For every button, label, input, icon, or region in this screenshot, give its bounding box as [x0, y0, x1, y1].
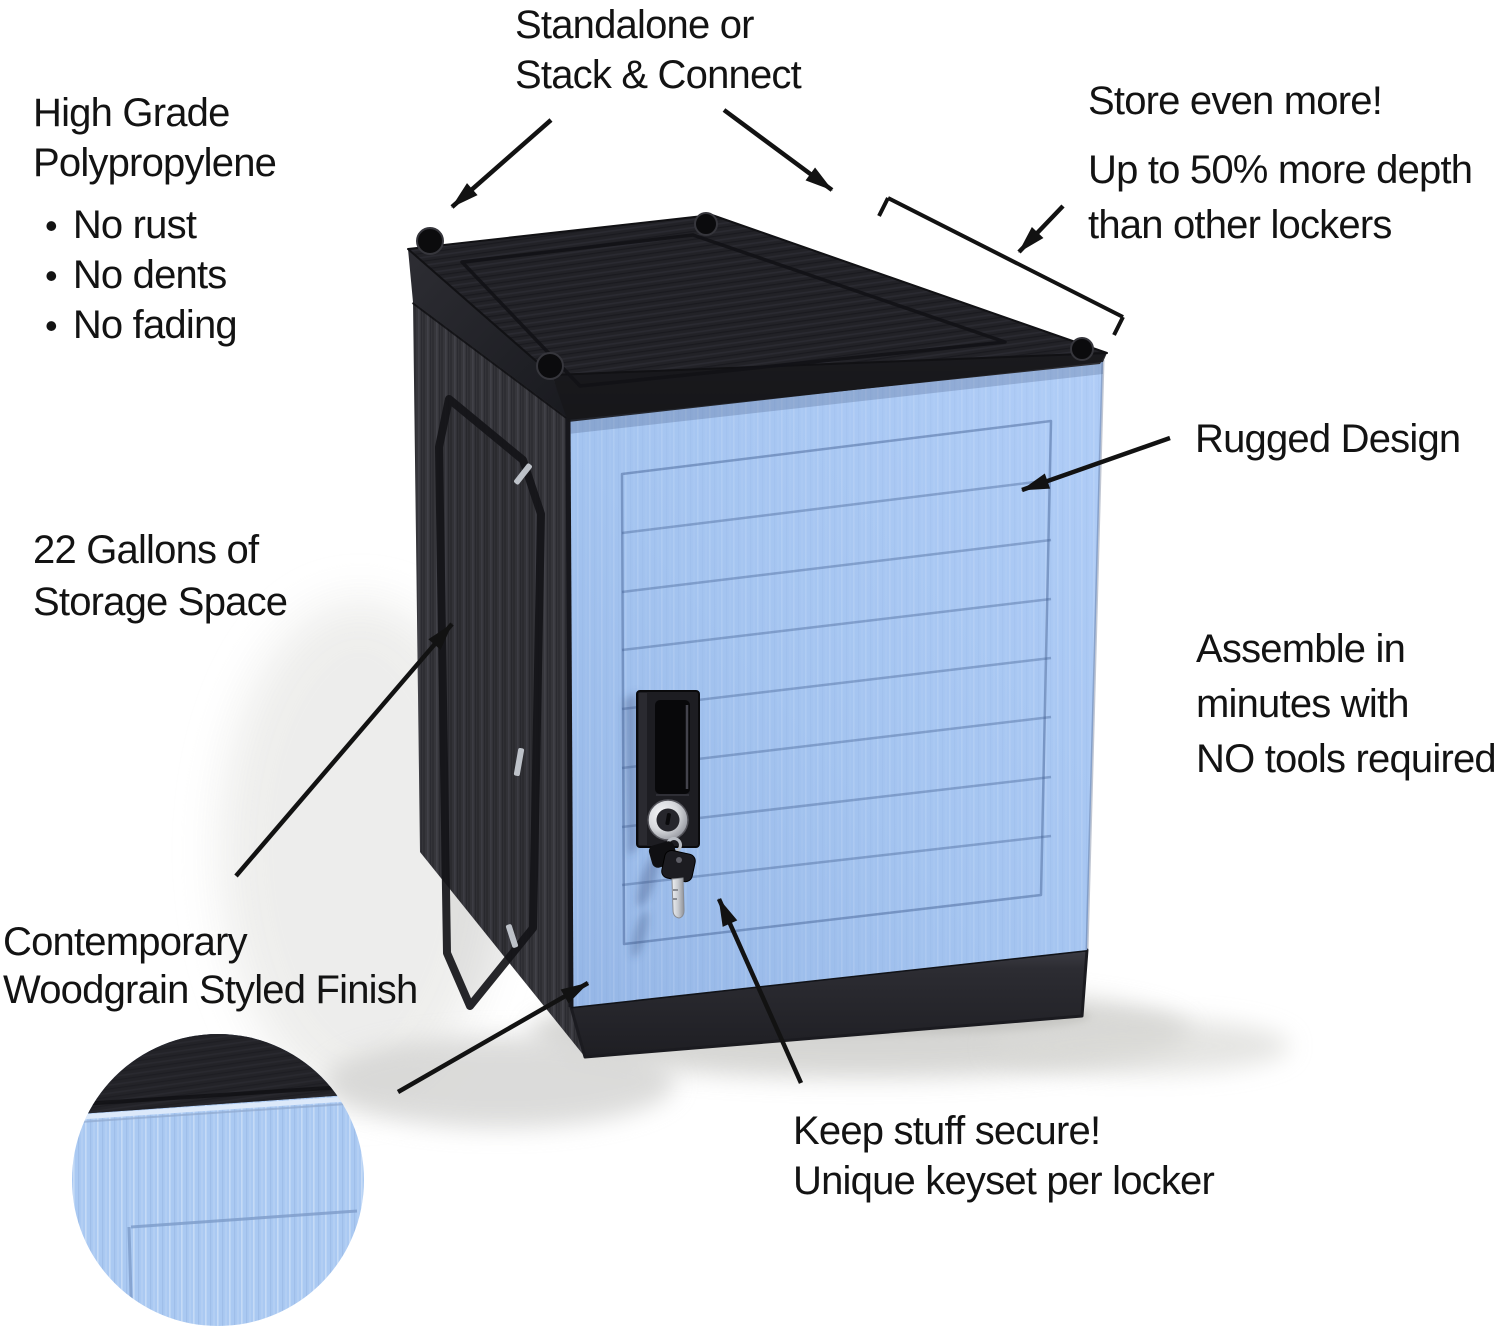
lid-left-rim [408, 249, 568, 418]
door-latch-lock [624, 690, 700, 958]
arrow-woodgrain-finish [396, 981, 590, 1094]
bullet-item: • No rust [33, 200, 276, 250]
bullet-dot: • [45, 255, 58, 296]
side-face-shade [413, 302, 585, 1057]
door-left-gap [565, 417, 574, 1008]
key-head-hole [676, 857, 682, 863]
lock-shadows [624, 692, 659, 958]
callout-woodgrain-line-1: Contemporary [3, 920, 248, 964]
callout-22-gallons-line-1: 22 Gallons of [33, 528, 259, 572]
arrow-store-more [1017, 204, 1065, 254]
callout-store-more-line-2: than other lockers [1088, 203, 1392, 247]
arrow-22-gallons [234, 622, 454, 878]
door-texture [568, 360, 1103, 1007]
door-top-shadow [568, 360, 1103, 434]
callout-standalone: Standalone or Stack & Connect [515, 0, 802, 100]
door-panel-outline [620, 419, 1053, 946]
inset-gap-shadow [72, 1100, 364, 1125]
callout-assemble: Assemble in minutes with NO tools requir… [1196, 622, 1497, 787]
locker-door [565, 359, 1105, 1008]
callout-secure-line-2: Unique keyset per locker [793, 1159, 1215, 1203]
stack-cap-icon [1070, 337, 1094, 361]
callout-woodgrain: Contemporary Woodgrain Styled Finish [3, 918, 418, 1014]
side-recess-groove [435, 395, 545, 1010]
stack-cap-icon [694, 212, 718, 236]
depth-measure-line [877, 196, 1125, 336]
lid-corner-caps [416, 212, 1094, 380]
locker [407, 212, 1108, 1059]
callout-assemble-line-3: NO tools required [1196, 737, 1497, 781]
inset-groove-h [130, 1209, 358, 1229]
measure-line [887, 196, 1124, 319]
callout-high-grade: High Grade Polypropylene • No rust • No … [33, 88, 277, 350]
key-blade [671, 877, 685, 919]
bullet-dot: • [45, 305, 58, 346]
callout-high-grade-line-2: Polypropylene [33, 141, 277, 185]
callout-standalone-line-2: Stack & Connect [515, 53, 802, 97]
callout-high-grade-line-1: High Grade [33, 91, 230, 135]
callout-secure-line-1: Keep stuff secure! [793, 1109, 1101, 1153]
bullet-label: No rust [72, 203, 197, 247]
lid-top-groove [460, 233, 1007, 388]
door-hinges [505, 463, 532, 948]
measure-tick-start [877, 197, 890, 217]
callout-woodgrain-line-2: Woodgrain Styled Finish [3, 968, 418, 1012]
door-right-edge [1085, 359, 1105, 951]
arrow-standalone-right [722, 108, 834, 192]
measure-tick-end [1112, 316, 1125, 336]
bullet-item: • No fading [33, 300, 276, 350]
callout-22-gallons-line-2: Storage Space [33, 580, 288, 624]
callout-standalone-line-1: Standalone or [515, 3, 754, 47]
bullet-label: No dents [72, 253, 228, 297]
keys [648, 837, 696, 919]
keyhole-icon [665, 812, 671, 826]
callout-assemble-line-2: minutes with [1196, 682, 1410, 726]
latch-plate-bevel [639, 693, 647, 845]
callout-store-more-line-1: Up to 50% more depth [1088, 148, 1473, 192]
bullet-label: No fading [72, 303, 238, 347]
bullet-dot: • [45, 205, 58, 246]
callout-secure: Keep stuff secure! Unique keyset per loc… [793, 1106, 1215, 1206]
lid-top-face [407, 214, 1108, 376]
inset-gap-highlight [72, 1093, 364, 1122]
callout-assemble-line-1: Assemble in [1196, 627, 1406, 671]
callout-store-more-title: Store even more! [1088, 79, 1383, 123]
callout-rugged-label: Rugged Design [1195, 417, 1461, 461]
locker-lid [407, 212, 1108, 422]
callout-store-more-body: Up to 50% more depth than other lockers [1088, 143, 1473, 253]
latch-handle-slot [655, 700, 690, 794]
bullet-item: • No dents [33, 250, 276, 300]
door-grooves [621, 478, 1052, 887]
stack-cap-icon [416, 227, 444, 255]
callout-22-gallons: 22 Gallons of Storage Space [33, 524, 288, 628]
arrow-keep-secure [716, 898, 804, 1084]
locker-side-panel [411, 300, 585, 1057]
side-face [413, 302, 585, 1057]
arrow-rugged-design [1021, 435, 1171, 493]
callout-arrows [234, 108, 1171, 1094]
callout-store-more: Store even more! Up to 50% more depth th… [1088, 74, 1473, 253]
arrow-standalone-left [450, 118, 553, 209]
callout-rugged: Rugged Design [1195, 414, 1461, 464]
high-grade-bullet-list: • No rust • No dents • No fading [33, 200, 276, 350]
stack-cap-icon [536, 352, 564, 380]
